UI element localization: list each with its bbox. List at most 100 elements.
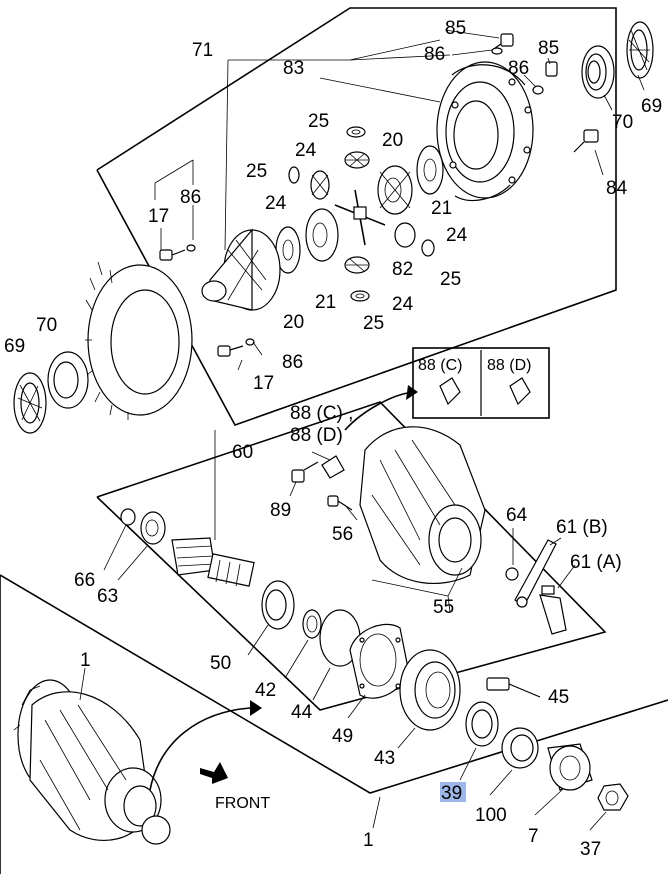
bolt-85-right [545, 61, 558, 77]
callout-45: 45 [548, 687, 569, 708]
leader-lines-top [154, 29, 645, 540]
callout-24: 24 [392, 294, 414, 315]
callout-37: 37 [580, 839, 601, 860]
callout-69: 69 [4, 336, 25, 357]
callout-70: 70 [36, 315, 57, 336]
callout-1: 1 [80, 650, 91, 671]
retainer-43 [399, 649, 461, 731]
callout-21: 21 [431, 198, 452, 219]
side-gear-21-b [305, 208, 339, 262]
bolt-45 [486, 677, 541, 698]
bracket-61a [539, 585, 567, 635]
bolt-17-bottom [217, 345, 244, 357]
callout-60: 60 [232, 442, 253, 463]
callout-7: 7 [528, 826, 539, 847]
bolt-17-top [159, 249, 186, 261]
bolt-85-top [494, 33, 514, 49]
pinion-gear-24-a [344, 151, 370, 169]
race-69-left [13, 372, 47, 434]
leader-lines-pinion [103, 451, 607, 831]
pinion-carrier-frame [96, 401, 607, 711]
callout-25: 25 [440, 269, 461, 290]
inset-box-88 [412, 347, 550, 419]
callout-24: 24 [295, 140, 317, 161]
nut-37 [597, 783, 629, 811]
spider-shaft-82 [334, 189, 386, 246]
callout-56: 56 [332, 524, 353, 545]
callout-100: 100 [475, 805, 507, 826]
washer-88 [321, 455, 345, 479]
callout-88d: 88 (D) [290, 425, 343, 446]
callout-70: 70 [612, 112, 633, 133]
highlight-box-39 [440, 782, 466, 802]
carrier-housing [359, 426, 486, 585]
callout-21: 21 [315, 292, 336, 313]
callout-86: 86 [424, 44, 445, 65]
companion-flange-7 [547, 743, 593, 791]
thrust-washer-20-a [416, 145, 444, 195]
bracket-61b [514, 539, 557, 608]
callout-83: 83 [283, 58, 304, 79]
pinion-gear-24-c [394, 222, 416, 248]
differential-case-frame [96, 7, 617, 426]
bearing-63 [140, 511, 166, 545]
washer-86-left [186, 244, 196, 252]
callout-25: 25 [363, 313, 384, 334]
callout-39-highlighted: 39 [441, 783, 462, 804]
washer-86-top [491, 47, 503, 55]
callout-86: 86 [282, 352, 303, 373]
callout-66: 66 [74, 570, 95, 591]
callout-82: 82 [392, 259, 413, 280]
washer-25-c [421, 239, 435, 257]
differential-case-83 [436, 61, 534, 202]
callout-24: 24 [265, 193, 287, 214]
callout-42: 42 [255, 680, 276, 701]
callout-61a: 61 (A) [570, 552, 622, 573]
axle-housing-1 [13, 679, 171, 845]
bolt-84 [573, 129, 599, 153]
thrust-washer-20-b [275, 226, 301, 274]
washer-25-a [346, 126, 366, 138]
spacer-42 [302, 609, 322, 639]
seal-39 [465, 701, 499, 747]
callout-24: 24 [446, 225, 468, 246]
callout-63: 63 [97, 586, 118, 607]
front-label: FRONT [215, 795, 270, 812]
leader-lines-housing [79, 667, 381, 829]
callout-55: 55 [433, 597, 454, 618]
washer-86-right [532, 85, 544, 95]
washer-25-d [350, 290, 370, 302]
callout-61b: 61 (B) [556, 517, 608, 538]
side-gear-21-a [377, 165, 413, 215]
callout-89: 89 [270, 500, 291, 521]
callout-86: 86 [508, 58, 529, 79]
callout-64: 64 [506, 505, 528, 526]
callout-71: 71 [192, 40, 213, 61]
axle-housing-frame [0, 574, 668, 874]
callout-88c: 88 (C) , [290, 403, 353, 424]
deflector-100 [501, 727, 539, 769]
bearing-70-top [581, 45, 615, 99]
assembly-arrow [344, 385, 418, 431]
callout-labels: 85 86 85 86 83 71 69 70 84 25 24 20 25 2… [4, 18, 662, 860]
callout-1: 1 [363, 830, 374, 851]
callout-20: 20 [382, 130, 403, 151]
gasket-49 [349, 623, 409, 699]
bearing-50 [261, 580, 295, 630]
differential-case-half [201, 228, 281, 311]
inset-label-88c: 88 (C) [418, 357, 462, 374]
side-gear-24-b [310, 170, 330, 200]
callout-25: 25 [246, 161, 267, 182]
callout-85: 85 [445, 18, 466, 39]
callout-20: 20 [283, 312, 304, 333]
callout-17: 17 [148, 206, 169, 227]
callout-44: 44 [291, 702, 313, 723]
callout-25: 25 [308, 111, 329, 132]
race-69-top [626, 21, 654, 79]
front-direction-arrow [149, 700, 262, 791]
callout-86: 86 [180, 187, 201, 208]
callout-50: 50 [210, 653, 231, 674]
bearing-70-left [47, 351, 89, 409]
stud-56 [327, 495, 353, 511]
